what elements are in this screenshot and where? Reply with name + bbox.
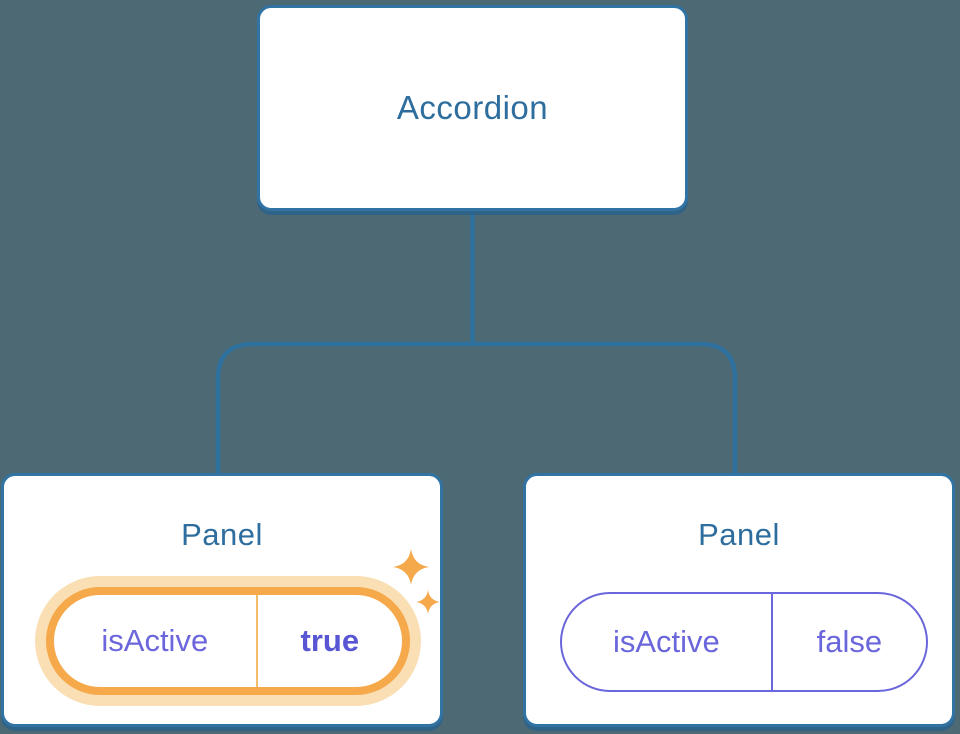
panel-label: Panel: [181, 517, 263, 552]
accordion-node: Accordion: [257, 5, 688, 211]
state-value-label: false: [816, 624, 883, 659]
state-pill-active-ring: isActive true: [46, 587, 410, 695]
state-value-label: true: [300, 623, 360, 658]
state-pill-active: isActive true: [35, 576, 421, 706]
panel-node-inactive: Panel isActive false: [523, 473, 955, 727]
panel-node-active: Panel isActive true: [1, 473, 443, 727]
state-key-label: isActive: [54, 595, 258, 687]
panel-label: Panel: [698, 517, 780, 552]
state-pill-inactive: isActive false: [560, 592, 928, 692]
accordion-label: Accordion: [396, 89, 549, 126]
state-pill-active-inner: isActive true: [54, 595, 402, 687]
state-key-label: isActive: [562, 594, 773, 690]
